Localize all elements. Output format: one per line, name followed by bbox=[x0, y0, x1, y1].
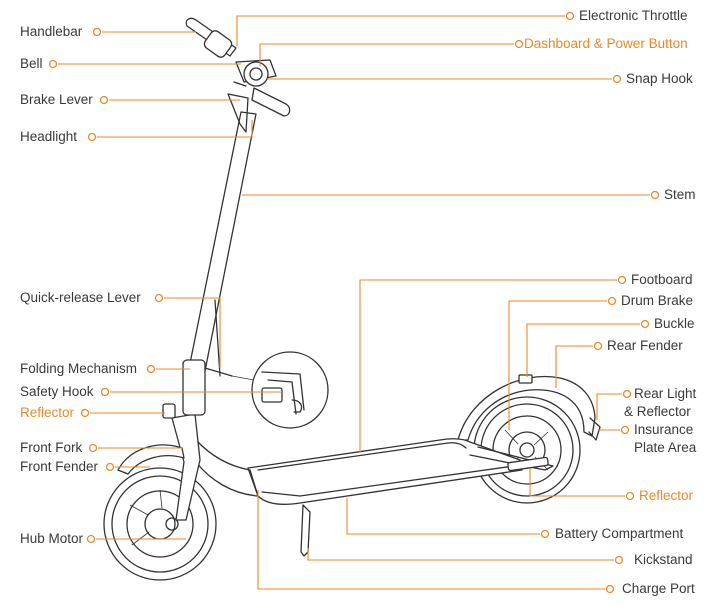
label-kickstand: Kickstand bbox=[634, 552, 693, 567]
rear-light-shape bbox=[588, 417, 601, 441]
scooter-illustration bbox=[103, 17, 601, 581]
label-hub-motor: Hub Motor bbox=[20, 531, 84, 546]
label-footboard: Footboard bbox=[631, 272, 693, 287]
label-drum-brake: Drum Brake bbox=[621, 293, 694, 308]
safety-hook-zoom bbox=[231, 351, 329, 429]
folding-mechanism-shape bbox=[182, 359, 206, 416]
buckle-shape bbox=[518, 374, 533, 384]
label-stem: Stem bbox=[664, 187, 696, 202]
label-battery-compartment: Battery Compartment bbox=[555, 526, 684, 541]
label-snap-hook: Snap Hook bbox=[626, 71, 693, 86]
label-charge-port: Charge Port bbox=[622, 581, 695, 596]
label-folding-mechanism: Folding Mechanism bbox=[20, 361, 138, 376]
label-buckle: Buckle bbox=[654, 316, 695, 331]
label-rear-fender: Rear Fender bbox=[607, 338, 683, 353]
label-safety-hook: Safety Hook bbox=[20, 384, 94, 399]
kickstand-shape bbox=[300, 504, 311, 557]
label-electronic-throttle: Electronic Throttle bbox=[579, 8, 688, 23]
label-front-fender: Front Fender bbox=[20, 459, 99, 474]
label-bell: Bell bbox=[20, 56, 43, 71]
label-handlebar: Handlebar bbox=[20, 24, 83, 39]
label-reflector-rear: Reflector bbox=[639, 488, 694, 503]
label-headlight: Headlight bbox=[20, 129, 78, 144]
label-reflector-front: Reflector bbox=[20, 405, 75, 420]
label-front-fork: Front Fork bbox=[20, 440, 83, 455]
front-wheel bbox=[103, 467, 217, 581]
handlebar-shape bbox=[185, 17, 291, 133]
label-insurance-line1: Insurance bbox=[634, 422, 694, 437]
label-rear-light-line1: Rear Light bbox=[634, 386, 697, 401]
rear-wheel bbox=[473, 396, 581, 504]
label-insurance-line2: Plate Area bbox=[634, 440, 697, 455]
label-quick-release-lever: Quick-release Lever bbox=[20, 290, 141, 305]
stem-shape bbox=[185, 111, 257, 387]
label-brake-lever: Brake Lever bbox=[20, 92, 93, 107]
leader-lines bbox=[48, 11, 660, 594]
rear-fender-shape bbox=[457, 376, 596, 441]
label-rear-light-line2: & Reflector bbox=[624, 404, 691, 419]
label-dashboard-power-button: Dashboard & Power Button bbox=[524, 36, 688, 51]
